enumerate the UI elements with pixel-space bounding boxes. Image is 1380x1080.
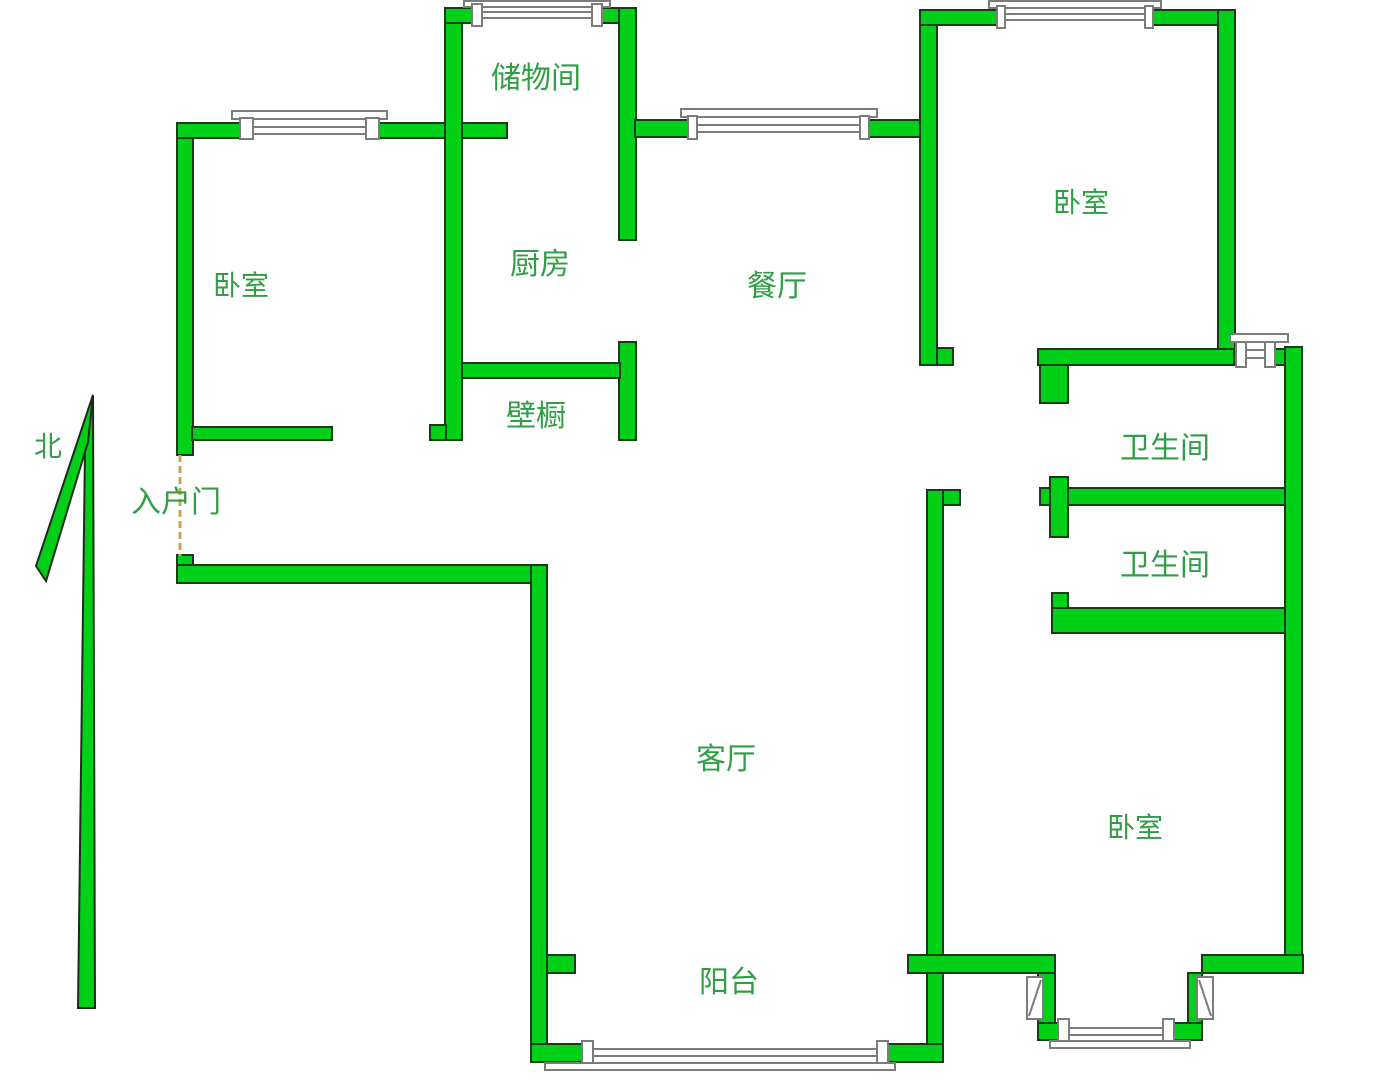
window-frame (581, 1040, 594, 1066)
window-glass (697, 121, 860, 136)
wall-segment (444, 7, 463, 441)
window-sill (988, 0, 1162, 9)
wall-segment (1172, 1022, 1203, 1041)
storage-room-window (463, 0, 611, 27)
wall-segment (444, 7, 473, 24)
wall-segment (1039, 487, 1286, 506)
window-frame (1057, 1018, 1070, 1044)
bay-window (1026, 976, 1214, 1049)
wall-segment (378, 122, 508, 139)
window-frame (859, 115, 870, 140)
room-label-balcony: 阳台 (699, 965, 759, 1000)
balcony-window (544, 1040, 896, 1071)
room-label-entrance: 入户门 (131, 485, 221, 520)
wall-segment (887, 1043, 944, 1063)
wall-segment (1217, 9, 1236, 351)
wall-segment (618, 7, 637, 241)
wall-segment (1037, 1022, 1061, 1041)
window-frame (876, 1040, 889, 1066)
window-frame (1162, 1018, 1175, 1044)
window-glass (1069, 1024, 1163, 1039)
window-sill (680, 108, 878, 118)
window-frame (1144, 5, 1154, 29)
wall-segment (530, 1043, 583, 1063)
room-label-dining-room: 餐厅 (747, 269, 807, 304)
north-label: 北 (34, 430, 62, 463)
wall-segment (1201, 954, 1304, 974)
wall-segment (176, 122, 194, 456)
wall-segment (176, 122, 241, 139)
walls (176, 7, 1304, 1063)
window-frame (996, 5, 1006, 29)
room-label-bathroom-lower: 卫生间 (1120, 548, 1210, 583)
wall-segment (429, 424, 447, 441)
window-frame (687, 115, 698, 140)
room-label-bedroom-top-left: 卧室 (213, 269, 269, 302)
wall-segment (919, 9, 938, 366)
wall-segment (926, 489, 944, 1063)
wall-segment (919, 9, 1006, 26)
wall-segment (868, 119, 921, 138)
window-frame (365, 117, 380, 140)
window-glass (593, 1046, 877, 1059)
room-label-storage-room: 储物间 (491, 61, 581, 96)
casement-swing-line (1028, 979, 1042, 1017)
window-sill (463, 0, 611, 8)
bedroom-top-left-window (231, 110, 388, 140)
wall-segment (530, 564, 548, 1063)
casement-swing-line (1198, 979, 1212, 1017)
door-sill (1229, 333, 1289, 343)
wall-segment (1051, 592, 1069, 609)
wall-segment (1049, 476, 1069, 538)
room-label-bathroom-upper: 卫生间 (1120, 431, 1210, 466)
wall-segment (1039, 364, 1069, 404)
wall-segment (176, 564, 548, 584)
window-sill (1049, 1040, 1191, 1049)
wall-segment (1037, 348, 1235, 366)
bedroom-top-right-window (988, 0, 1162, 29)
dining-room-window (680, 108, 878, 140)
window-glass (1005, 11, 1145, 24)
room-label-kitchen: 厨房 (510, 247, 570, 282)
wall-segment (936, 347, 954, 366)
wall-segment (907, 954, 1056, 974)
door-frame (1264, 341, 1276, 368)
window-sill (231, 110, 388, 120)
window-frame (471, 3, 483, 27)
north-arrow-icon (34, 394, 97, 1009)
wall-segment (1284, 346, 1303, 972)
door-frame (1235, 341, 1247, 368)
north-arrow-barb (34, 394, 94, 584)
bathroom-entry-sliding-door (1229, 333, 1289, 368)
wall-segment (942, 489, 961, 506)
north-arrow-shaft (76, 394, 97, 1009)
room-label-bedroom-top-right: 卧室 (1053, 186, 1109, 219)
window-glass (253, 124, 366, 137)
window-glass (482, 9, 592, 22)
window-frame (239, 117, 254, 140)
wall-segment (618, 341, 637, 441)
wall-segment (461, 362, 621, 379)
wall-segment (191, 426, 333, 441)
room-label-bedroom-bottom-right: 卧室 (1107, 811, 1163, 844)
wall-segment (546, 954, 576, 974)
wall-segment (1051, 607, 1286, 634)
room-label-wall-closet: 壁橱 (506, 399, 566, 434)
wall-segment (634, 119, 689, 138)
window-frame (591, 3, 603, 27)
window-sill (544, 1062, 896, 1071)
room-label-living-room: 客厅 (696, 742, 756, 777)
